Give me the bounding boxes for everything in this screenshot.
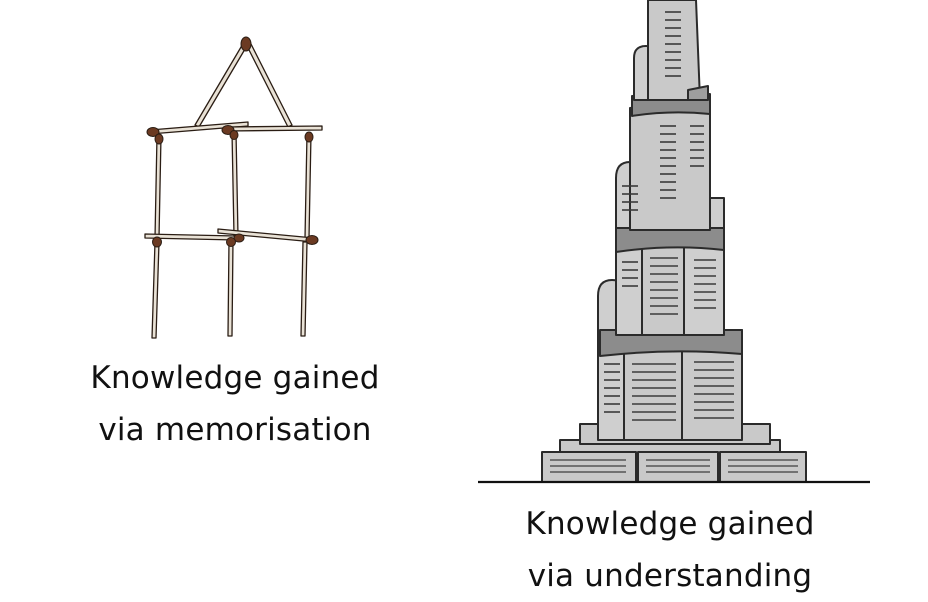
memorisation-caption-line1: Knowledge gained <box>90 360 380 396</box>
match-head-top-left-post <box>154 133 164 145</box>
matchstick-top-beam-right <box>225 125 323 132</box>
skyscraper-windows <box>604 11 734 421</box>
match-head-top-right-post <box>304 131 314 143</box>
match-heads <box>146 36 319 248</box>
skyscraper-tier-3 <box>629 93 711 231</box>
memorisation-caption: Knowledge gained via memorisation <box>70 352 400 456</box>
skyscraper-spire <box>633 0 709 101</box>
matchstick-roof-right <box>245 41 293 128</box>
matchstick-post-mid-upper <box>231 131 239 237</box>
understanding-caption: Knowledge gained via understanding <box>500 498 840 602</box>
matchstick-post-mid-lower <box>227 239 234 337</box>
memorisation-caption-line2: via memorisation <box>98 412 372 448</box>
matchstick-post-left-upper <box>154 135 162 239</box>
skyscraper-base <box>541 439 807 483</box>
match-head-roof-peak <box>240 36 252 52</box>
matchstick-roof-left <box>194 41 249 128</box>
matchstick-post-right-upper <box>304 133 312 239</box>
skyscraper <box>541 0 807 483</box>
understanding-caption-line2: via understanding <box>527 558 813 594</box>
match-head-mid-mid-post <box>226 237 236 247</box>
matchstick-house <box>144 41 323 339</box>
matchstick-post-left-lower <box>151 241 160 339</box>
match-head-mid-left <box>152 236 162 248</box>
understanding-caption-line1: Knowledge gained <box>525 506 815 542</box>
match-head-mid-right <box>305 235 319 245</box>
match-head-top-left <box>146 127 160 137</box>
matchstick-post-right-lower <box>300 241 308 337</box>
match-head-top-mid-post <box>229 130 239 140</box>
